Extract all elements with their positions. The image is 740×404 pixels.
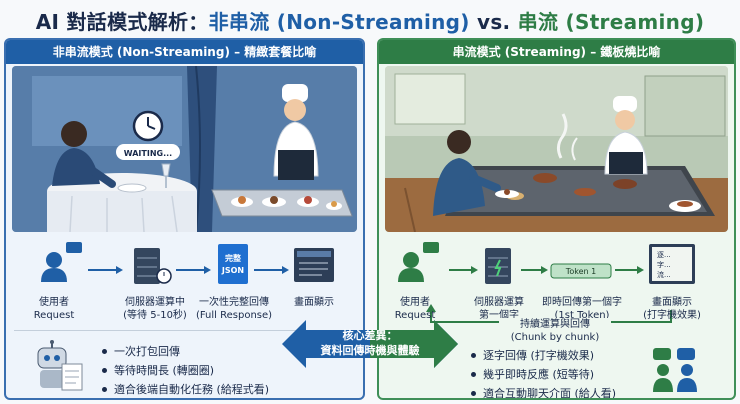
token-text: Token 1 (565, 267, 596, 276)
bullet-item: 適合互動聊天介面 (給人看) (471, 384, 616, 398)
title-vs: vs. (469, 10, 518, 34)
doc-line2: JSON (221, 266, 244, 275)
bullet-item: 逐字回傳 (打字機效果) (471, 346, 616, 365)
non-streaming-panel: 非串流模式 (Non-Streaming) – 精緻套餐比喻 (4, 38, 365, 400)
bullet-item: 適合後端自動化任務 (給程式看) (102, 380, 269, 398)
user-icon (46, 252, 62, 268)
left-divider (14, 330, 355, 331)
non-streaming-header: 非串流模式 (Non-Streaming) – 精緻套餐比喻 (6, 40, 363, 64)
steam (556, 113, 568, 159)
lightning-icon (494, 259, 502, 277)
core-difference-arrow (282, 320, 458, 368)
title-non-streaming: 非串流 (Non-Streaming) (208, 10, 470, 34)
step-display-label: 畫面顯示(打字機效果) (643, 297, 701, 321)
fine-dining-scene: WAITING... (12, 66, 357, 232)
screen-line: 流... (657, 270, 671, 279)
diner-head (447, 130, 471, 154)
waiting-bubble (116, 144, 180, 160)
chef-hat (282, 84, 308, 102)
title-prefix: AI 對話模式解析： (35, 10, 209, 34)
streaming-bullets: 逐字回傳 (打字機效果) 幾乎即時反應 (短等待) 適合互動聊天介面 (給人看) (471, 346, 616, 398)
token-badge (550, 263, 612, 279)
step-server-label: 伺服器運算中(等待 5-10秒) (123, 297, 187, 321)
teppanyaki-illustration (385, 66, 728, 232)
bullet-item: 幾乎即時反應 (短等待) (471, 365, 616, 384)
page-title: AI 對話模式解析：非串流 (Non-Streaming) vs. 串流 (St… (0, 6, 740, 35)
waiting-man-head (61, 121, 87, 147)
step-display-label: 畫面顯示 (294, 297, 334, 308)
step-response-label: 一次性完整回傳(Full Response) (195, 297, 273, 321)
waiting-text: WAITING... (124, 149, 172, 158)
fine-dining-illustration: WAITING... (12, 66, 357, 232)
user-icon (403, 252, 419, 268)
bullet-item: 等待時間長 (轉圈圈) (102, 361, 269, 380)
chat-bubble-icon (423, 242, 439, 253)
streaming-header: 串流模式 (Streaming) – 鐵板燒比喻 (379, 40, 734, 64)
server-icon (134, 248, 160, 284)
step-server-label: 伺服器運算第一個字 (474, 297, 524, 321)
streaming-flow: Token 1 逐... 字... 流... (398, 242, 695, 323)
teppan-chef-head (615, 110, 635, 130)
people-chat-icon (653, 348, 697, 392)
streaming-panel: 串流模式 (Streaming) – 鐵板燒比喻 (377, 38, 736, 400)
chef-head (284, 99, 306, 121)
robot-icon (37, 340, 83, 391)
screen-line: 字... (657, 260, 671, 269)
non-streaming-bullets: 一次打包回傳 等待時間長 (轉圈圈) 適合後端自動化任務 (給程式看) (102, 342, 269, 398)
title-streaming: 串流 (Streaming) (517, 10, 705, 34)
doc-line1: 完整 (225, 253, 241, 263)
diner-body (433, 158, 485, 216)
loop-label: 持續運算與回傳(Chunk by chunk) (499, 318, 611, 344)
chat-bubble-icon (66, 242, 82, 253)
waiting-man-body (52, 148, 100, 186)
teppan-chef-hat (613, 96, 637, 112)
non-streaming-flow: 完整 JSON (41, 242, 334, 284)
screen-line: 逐... (657, 251, 671, 259)
step-token-label: 即時回傳第一個字(1st Token) (542, 297, 622, 321)
json-document-icon (218, 244, 248, 284)
bullet-item: 一次打包回傳 (102, 342, 269, 361)
core-difference-text: 核心差異： 資料回傳時機與體驗 (320, 329, 420, 357)
teppanyaki-scene (385, 66, 728, 232)
